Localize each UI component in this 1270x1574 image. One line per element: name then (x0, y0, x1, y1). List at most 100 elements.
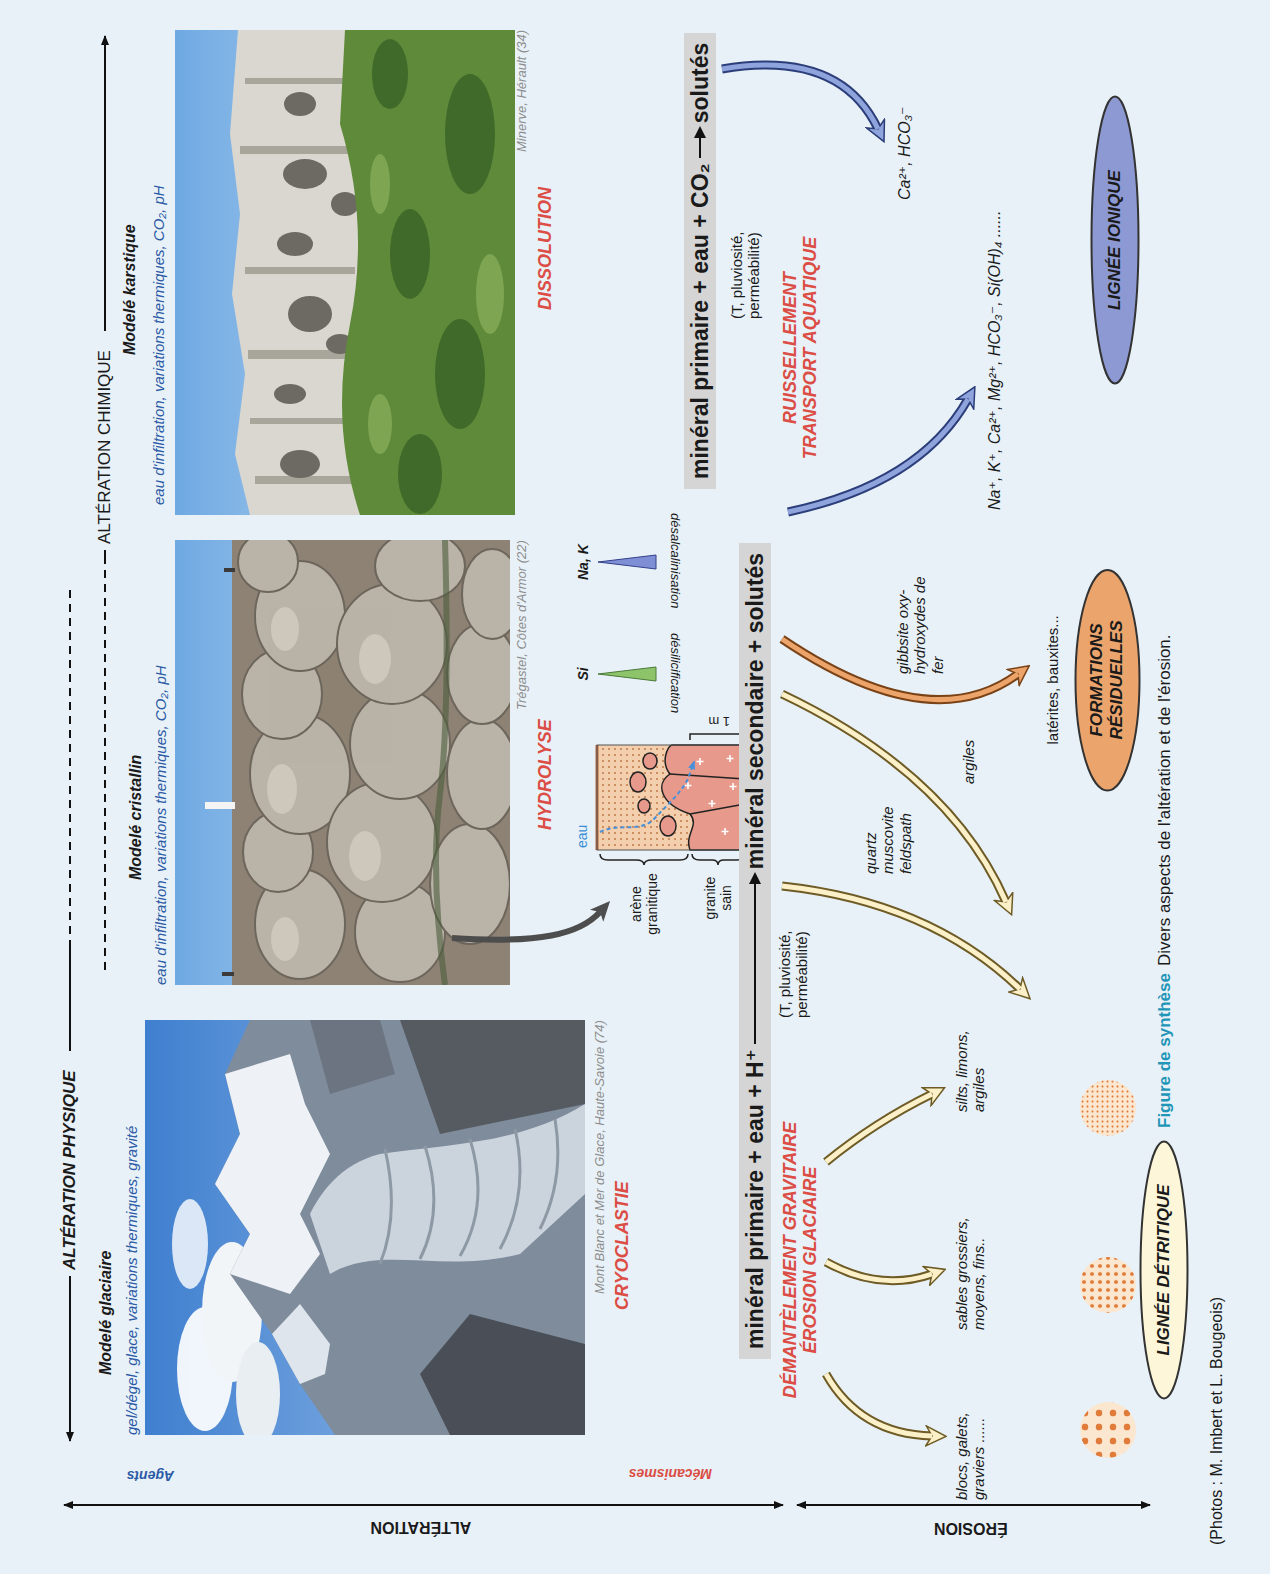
ionic-line-ellipse: LIGNÉE IONIQUE (1090, 95, 1140, 385)
reaction-arrow (689, 123, 711, 163)
glacier-photo (400, 1020, 585, 1134)
weathering-profile (597, 734, 745, 865)
karst-photo (398, 434, 442, 514)
granite-photo (349, 831, 381, 881)
detrital-arrows (826, 1374, 932, 1436)
detrital-arrows (782, 886, 1020, 989)
karst-photo (288, 296, 332, 332)
axis-title: ALTÉRATION CHIMIQUE (95, 331, 115, 550)
photo-place: Mont Blanc et Mer de Glace, Haute-Savoie… (593, 1019, 608, 1294)
karst-photo (368, 154, 504, 454)
detrital-arrows (826, 1262, 932, 1281)
sediment-label: sables grossiers, moyens, fins.. (953, 1200, 988, 1330)
ellipse-outline (1141, 1142, 1188, 1399)
axis-arrows (64, 1504, 783, 1506)
glacier-photo (236, 1342, 280, 1435)
karst-photo (284, 92, 316, 116)
granite-photo (175, 540, 510, 985)
granite-photo (267, 764, 297, 814)
axis-label: ALTÉRATION (369, 1518, 471, 1536)
granite-photo (359, 634, 391, 684)
trend-wedges (598, 555, 656, 569)
detrital-arrows (826, 1094, 932, 1162)
mechanism-label: CRYOCLASTIE (612, 1180, 633, 1310)
product-label: latérites, bauxites... (1044, 615, 1061, 745)
granite-photo (327, 782, 437, 902)
equation-text: minéral primaire + eau + CO₂ (687, 163, 713, 479)
detrital-arrows (782, 694, 1006, 902)
ellipse-title: LIGNÉE DÉTRITIQUE (1154, 1185, 1174, 1356)
karst-photo (175, 30, 515, 515)
reaction-arrow (689, 123, 711, 163)
sediment-grain-symbol (1080, 1402, 1136, 1458)
trend-wedges (598, 667, 656, 681)
scale-label: 1 m (706, 713, 729, 728)
granite-photo (238, 540, 510, 982)
landform-title: Modelé cristallin (127, 754, 145, 880)
glacier-photo (145, 1020, 585, 1435)
photo-to-profile-arrow (452, 912, 600, 940)
granite-photo (436, 540, 447, 985)
karst-photo (390, 209, 430, 299)
condition-note: (T, pluviosité, perméabilité) (728, 201, 763, 319)
detrital-arrows (826, 1094, 932, 1162)
row-label: Mécanismes (628, 1466, 712, 1482)
detrital-arrows (782, 886, 1020, 989)
agent-list: eau d'infiltration, variations thermique… (152, 664, 169, 985)
weathering-profile (630, 753, 676, 836)
glacier-photo (215, 1054, 330, 1294)
equation-text: minéral primaire + eau + H⁺ (742, 1049, 768, 1349)
glacier-photo (380, 1119, 558, 1264)
weathering-profile (597, 745, 745, 850)
karst-photo (245, 267, 355, 274)
glacier-photo (310, 1020, 395, 1094)
detrital-arrows (826, 1374, 932, 1436)
axis-arrows (797, 1504, 1150, 1506)
glacier-photo (272, 1304, 330, 1384)
photo-place: Minerve, Hérault (34) (515, 29, 530, 152)
process-label: désilicification (667, 633, 682, 714)
detrital-arrows (826, 1262, 932, 1281)
equation-text: solutés (687, 43, 713, 124)
granite-photo (271, 607, 299, 651)
sediment-line-ellipse: LIGNÉE DÉTRITIQUE (1139, 1140, 1189, 1400)
figure-caption: Divers aspects de l'altération et de l'é… (1155, 634, 1175, 966)
sediment-label: silts, limons, argiles (953, 1017, 988, 1112)
karst-photo (372, 39, 408, 109)
reaction-equation: minéral primaire + eau + H⁺minéral secon… (739, 543, 771, 1359)
ion-list: Ca²⁺, HCO₃⁻ (896, 106, 914, 200)
granite-photo (337, 584, 447, 704)
row-label: Agents (126, 1468, 174, 1484)
granite-photo (267, 607, 391, 961)
karst-photo (331, 192, 359, 216)
ion-list: Na⁺, K⁺, Ca²⁺, Mg²⁺, HCO₃⁻, Si(OH)₄ ....… (986, 210, 1004, 510)
reaction-arrow (744, 869, 766, 1049)
mechanism-label: HYDROLYSE (535, 718, 556, 830)
photo-place: Trégastel, Côtes d'Armor (22) (515, 539, 530, 710)
karst-photo (435, 319, 485, 429)
granite-photo (447, 719, 510, 829)
process-title: DÉMANTÈLEMENT GRAVITAIRE ÉROSION GLACIAI… (780, 1110, 821, 1410)
karst-photo (274, 384, 306, 404)
karst-photo (277, 232, 313, 256)
weathering-profile (600, 762, 694, 832)
profile-label: arène granitique (628, 868, 660, 940)
reaction-arrow (694, 126, 706, 138)
profile-label: granite sain (702, 868, 734, 928)
agent-list: gel/dégel, glace, variations thermiques,… (123, 1125, 140, 1435)
karst-photo (372, 39, 495, 514)
granite-photo (447, 624, 510, 724)
granite-photo (205, 802, 235, 809)
sediment-grain-symbol (1080, 1257, 1136, 1313)
mineral-label: quartz muscovite feldspath (862, 796, 914, 874)
sediment-label: blocs, galets, graviers ...... (953, 1388, 988, 1500)
photo-credit: (Photos : M. Imbert et L. Bougeois) (1208, 1296, 1226, 1545)
granite-photo (224, 568, 235, 572)
process-label: désalcalinisation (667, 514, 682, 610)
ellipse-title: LIGNÉE IONIQUE (1105, 170, 1125, 310)
karst-photo (445, 74, 495, 194)
axis-title: ALTÉRATION PHYSIQUE (60, 1051, 80, 1276)
caption-head: Figure de synthèse (1155, 972, 1175, 1128)
